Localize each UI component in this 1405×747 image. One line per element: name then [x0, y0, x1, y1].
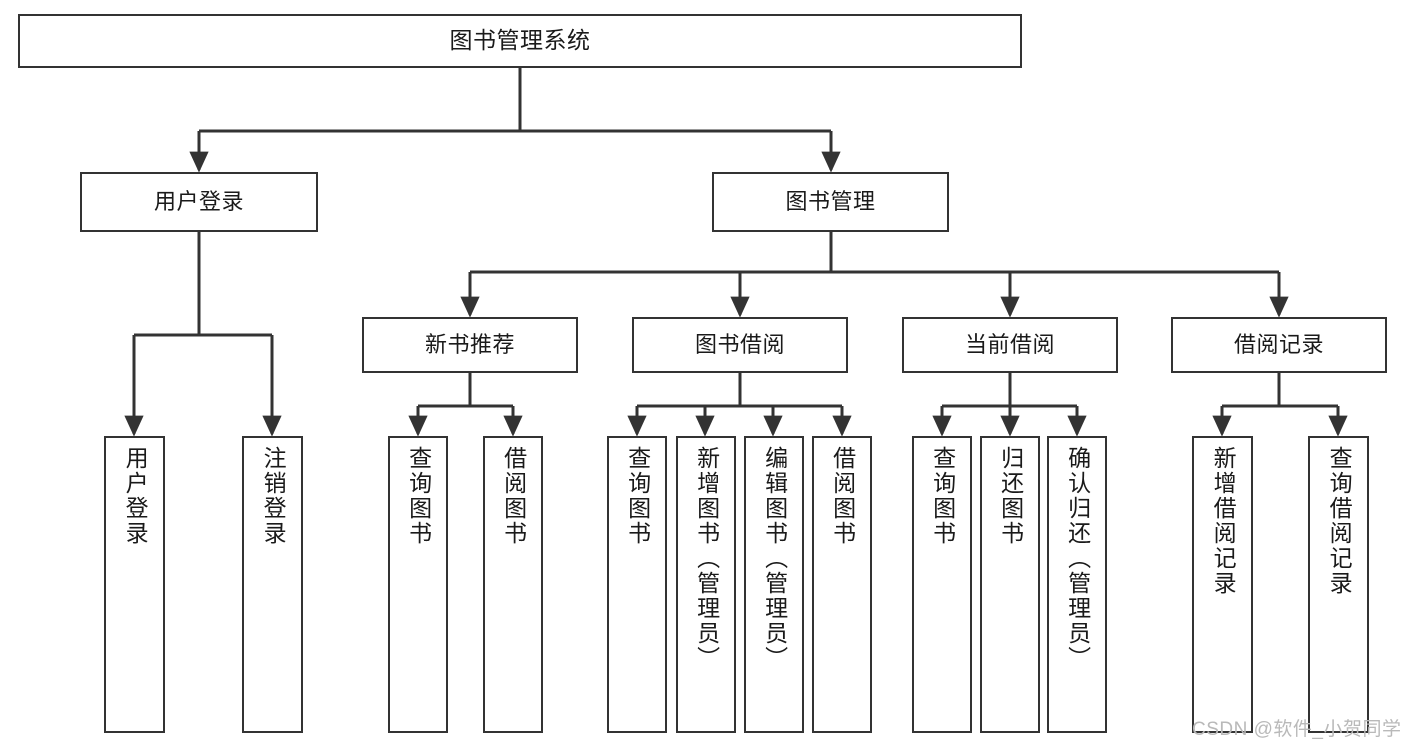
node-root[interactable]: 图书管理系统 [18, 14, 1022, 68]
leaf-add-record[interactable]: 新增借阅记录 [1192, 436, 1253, 733]
leaf-user-login[interactable]: 用户登录 [104, 436, 165, 733]
node-borrow-record[interactable]: 借阅记录 [1171, 317, 1387, 373]
leaf-logout-login[interactable]: 注销登录 [242, 436, 303, 733]
csdn-watermark: CSDN @软件_小贺同学 [1192, 719, 1402, 740]
leaf-query-record[interactable]: 查询借阅记录 [1308, 436, 1369, 733]
node-borrow-record-label: 借阅记录 [1233, 331, 1324, 357]
leaf-edit-book[interactable]: 编辑图书（管理员） [744, 436, 804, 733]
node-user-login-label: 用户登录 [153, 188, 244, 214]
leaf-return-book-label: 归还图书 [997, 446, 1024, 546]
leaf-borrow-book-1-label: 借阅图书 [500, 446, 527, 546]
leaf-query-book-2[interactable]: 查询图书 [607, 436, 667, 733]
node-current-borrow-label: 当前借阅 [964, 331, 1055, 357]
node-root-label: 图书管理系统 [449, 27, 591, 54]
node-current-borrow[interactable]: 当前借阅 [902, 317, 1118, 373]
leaf-add-book-label: 新增图书（管理员） [693, 446, 720, 671]
leaf-confirm-return-label: 确认归还（管理员） [1064, 446, 1091, 671]
leaf-query-book-1[interactable]: 查询图书 [388, 436, 448, 733]
leaf-add-record-label: 新增借阅记录 [1210, 446, 1237, 596]
leaf-query-record-label: 查询借阅记录 [1326, 446, 1353, 596]
leaf-confirm-return[interactable]: 确认归还（管理员） [1047, 436, 1107, 733]
leaf-return-book[interactable]: 归还图书 [980, 436, 1040, 733]
leaf-logout-login-label: 注销登录 [260, 446, 287, 546]
node-book-management-label: 图书管理 [785, 188, 876, 214]
leaf-query-book-3-label: 查询图书 [929, 446, 956, 546]
leaf-edit-book-label: 编辑图书（管理员） [761, 446, 788, 671]
node-new-book-recommend[interactable]: 新书推荐 [362, 317, 578, 373]
node-user-login[interactable]: 用户登录 [80, 172, 318, 232]
leaf-borrow-book-2-label: 借阅图书 [829, 446, 856, 546]
node-book-borrow-label: 图书借阅 [694, 331, 785, 357]
node-new-book-recommend-label: 新书推荐 [424, 331, 515, 357]
node-book-borrow[interactable]: 图书借阅 [632, 317, 848, 373]
leaf-borrow-book-1[interactable]: 借阅图书 [483, 436, 543, 733]
leaf-borrow-book-2[interactable]: 借阅图书 [812, 436, 872, 733]
leaf-query-book-3[interactable]: 查询图书 [912, 436, 972, 733]
leaf-query-book-2-label: 查询图书 [624, 446, 651, 546]
node-book-management[interactable]: 图书管理 [712, 172, 949, 232]
leaf-user-login-label: 用户登录 [122, 446, 149, 546]
leaf-add-book[interactable]: 新增图书（管理员） [676, 436, 736, 733]
leaf-query-book-1-label: 查询图书 [405, 446, 432, 546]
